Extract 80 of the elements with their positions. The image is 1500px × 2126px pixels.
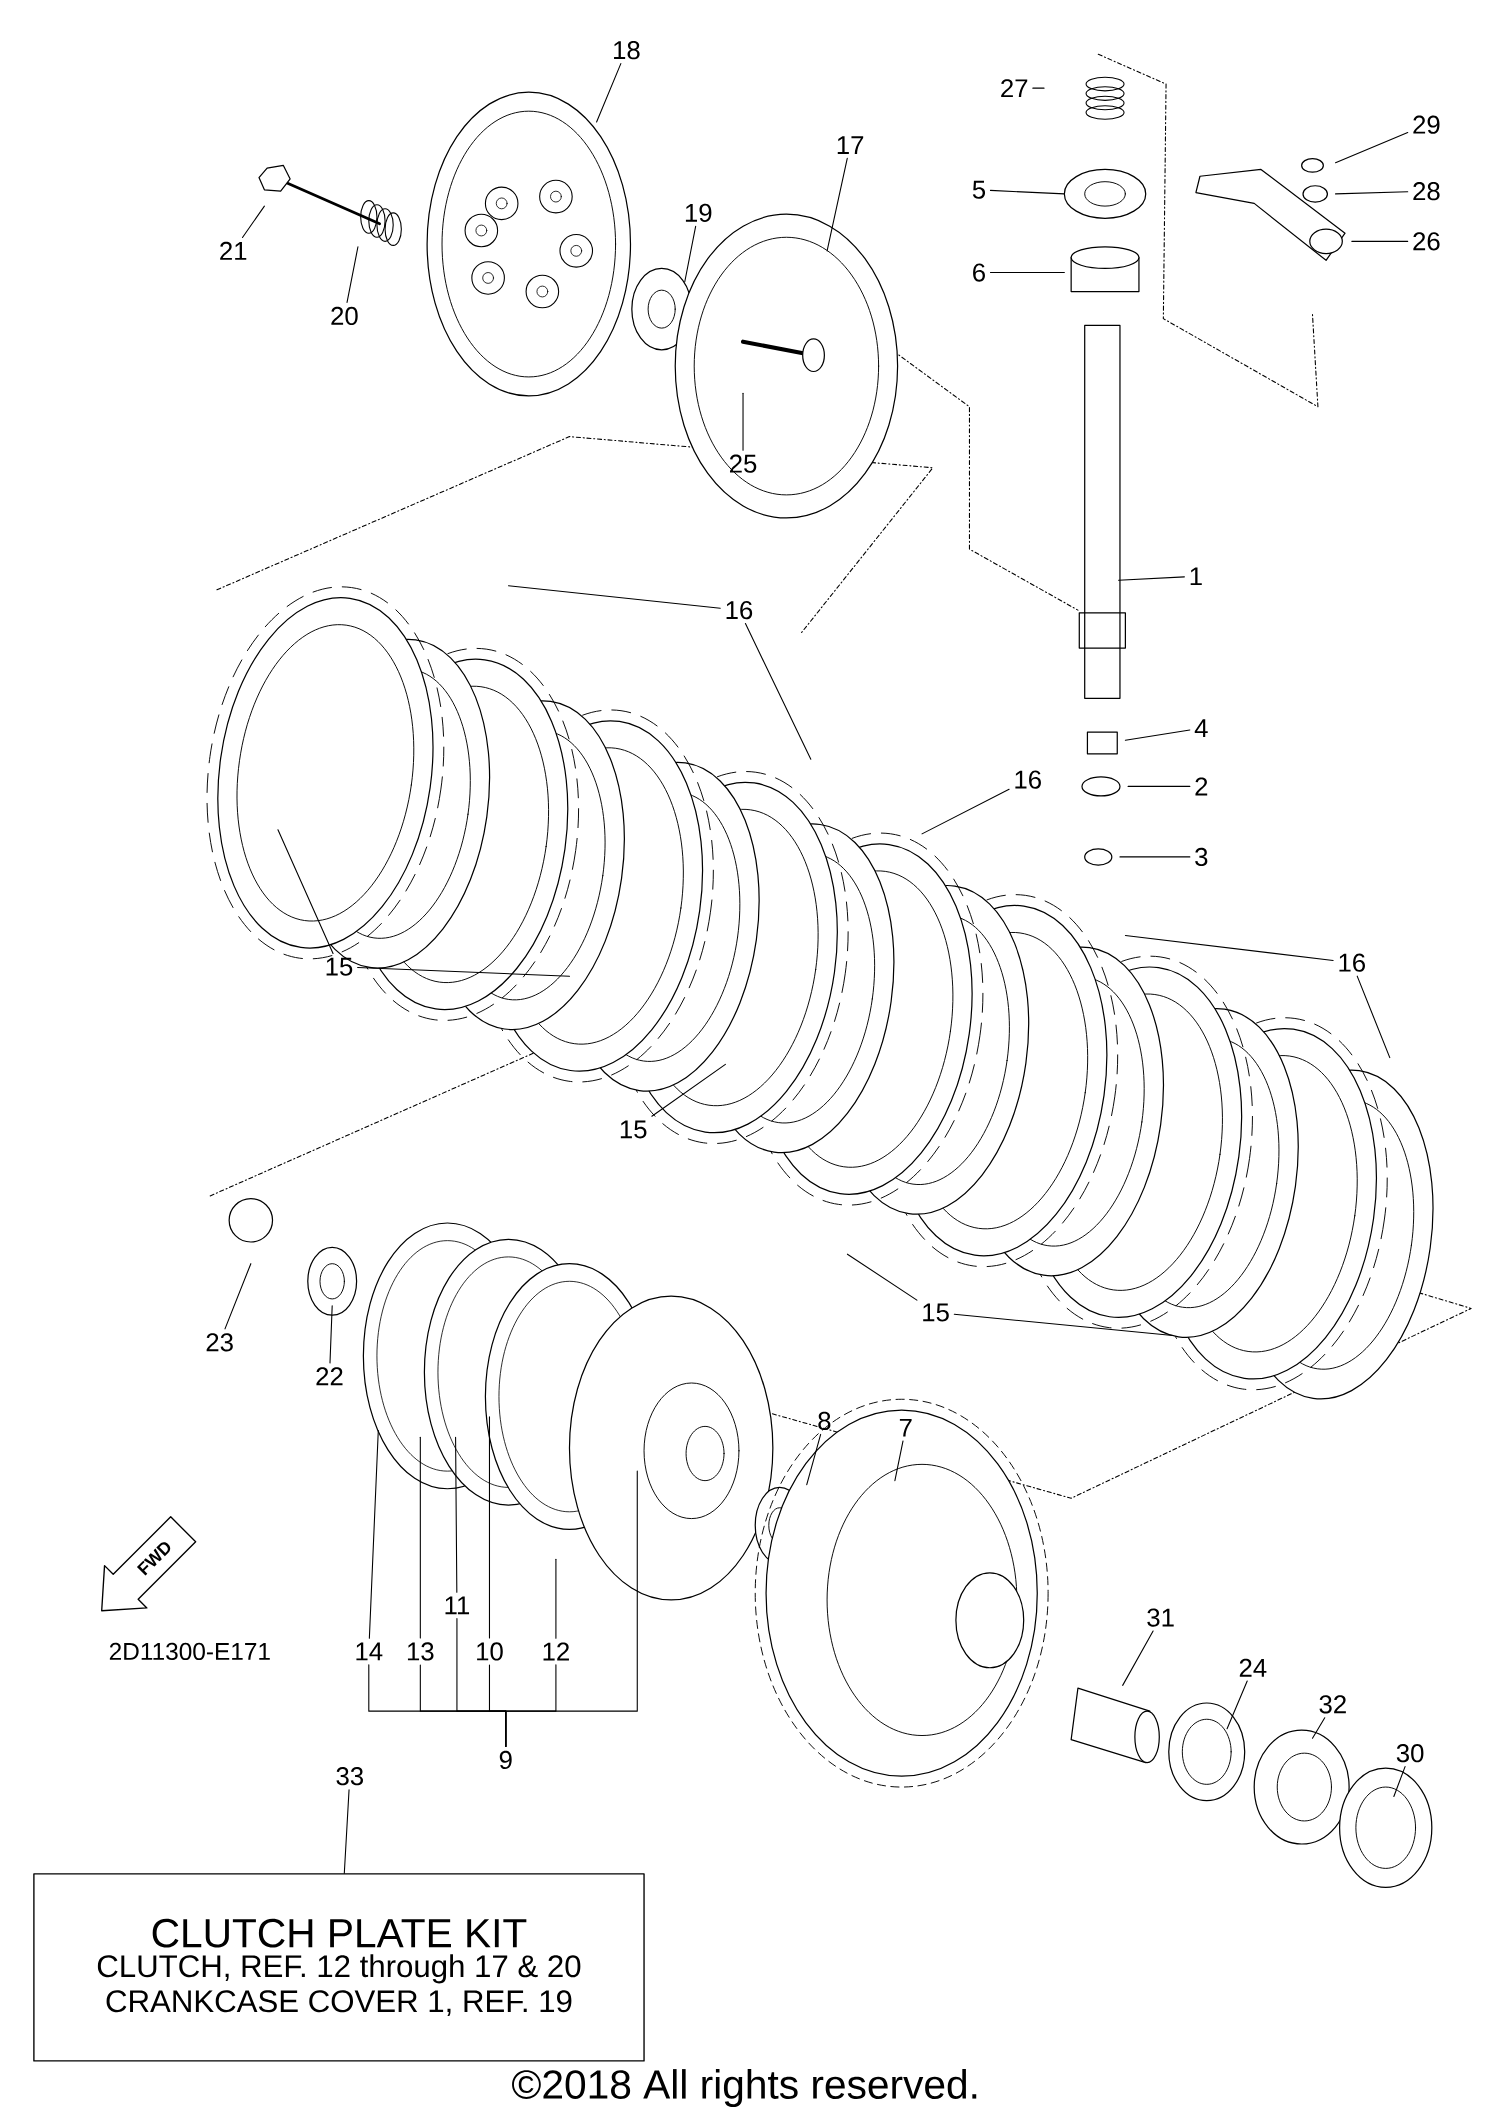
callout-number: 16 — [1339, 953, 1366, 972]
callout-number: 17 — [837, 136, 864, 154]
callout-number: 6 — [973, 263, 986, 282]
leader-line — [1226, 1680, 1248, 1730]
leader-line — [1122, 1630, 1154, 1686]
callout-number: 16 — [726, 601, 753, 620]
callout-number: 21 — [220, 241, 247, 260]
callout-number: 14 — [356, 1642, 383, 1661]
callout-number: 13 — [408, 1642, 434, 1661]
leader-line — [420, 1436, 422, 1639]
callout-number: 29 — [1413, 115, 1440, 134]
leader-line — [369, 1429, 380, 1639]
leader-line — [1125, 935, 1334, 961]
callout-number: 19 — [686, 203, 712, 222]
leader-line — [684, 225, 697, 283]
callout-number: 1 — [1190, 567, 1202, 586]
leader-line — [1125, 729, 1191, 741]
leader-line — [990, 189, 1066, 195]
callout-number: 16 — [1015, 770, 1042, 789]
callout-number: 26 — [1413, 232, 1440, 251]
callout-number: 23 — [206, 1333, 234, 1352]
callout-number: 25 — [730, 454, 757, 473]
leader-line — [555, 1558, 557, 1639]
callout-number: 3 — [1195, 847, 1208, 867]
leader-line — [277, 829, 334, 954]
leader-line — [1312, 1717, 1326, 1739]
callout-number: 4 — [1194, 719, 1208, 737]
leader-line — [343, 1789, 350, 1874]
leader-line — [489, 1416, 491, 1639]
callout-number: 27 — [1001, 79, 1028, 98]
leader-line — [1119, 856, 1191, 858]
callout-number: 20 — [331, 306, 358, 326]
leader-line — [1118, 576, 1186, 581]
leader-line — [357, 966, 571, 977]
leader-line — [329, 1305, 333, 1364]
leader-line — [742, 392, 744, 451]
leader-line — [1335, 132, 1409, 164]
leader-line — [1356, 975, 1391, 1059]
callout-number: 2 — [1195, 777, 1208, 796]
callout-number: 30 — [1397, 1744, 1424, 1763]
callout-number: 31 — [1147, 1608, 1174, 1627]
leader-line — [1351, 240, 1409, 242]
callout-number: 15 — [326, 957, 353, 976]
leader-line — [346, 246, 359, 303]
leader-line — [1393, 1766, 1406, 1798]
leader-line — [894, 1440, 904, 1482]
callout-number: 5 — [973, 180, 986, 199]
leader-line — [505, 1470, 638, 1747]
callout-number: 28 — [1413, 182, 1440, 201]
leader-line — [1032, 87, 1045, 89]
leader-line — [1335, 191, 1409, 195]
leader-line — [847, 1253, 918, 1301]
kit-box: CLUTCH PLATE KIT CLUTCH, REF. 12 through 17 & 20 CRANKCASE COVER 1, REF. 19 — [33, 1873, 645, 2062]
callout-number: 15 — [621, 1120, 647, 1139]
callout-number: 11 — [445, 1596, 470, 1615]
leader-line — [826, 157, 848, 252]
callout-number: 32 — [1319, 1695, 1347, 1714]
leader-line — [921, 788, 1010, 835]
callout-number: 33 — [336, 1767, 364, 1786]
leader-line — [455, 1436, 458, 1593]
leader-line — [806, 1433, 822, 1486]
leader-line — [508, 585, 722, 609]
callout-number: 7 — [900, 1418, 912, 1437]
callout-number: 24 — [1240, 1658, 1267, 1677]
leader-line — [224, 1263, 252, 1330]
callout-number: 8 — [818, 1411, 831, 1431]
copyright-note: ©2018 All rights reserved. — [512, 2069, 977, 2107]
leader-line — [242, 205, 266, 239]
callout-number: 9 — [500, 1750, 512, 1770]
drawing-number: 2D11300-E171 — [110, 1642, 270, 1661]
leader-line — [745, 623, 812, 760]
leader-line — [1127, 785, 1191, 787]
leader-line — [990, 272, 1066, 274]
callout-number: 18 — [614, 41, 640, 60]
leader-line — [596, 63, 622, 123]
leader-line — [953, 1313, 1174, 1337]
callout-number: 10 — [477, 1642, 503, 1661]
callout-number: 22 — [316, 1367, 343, 1386]
callout-number: 12 — [543, 1642, 570, 1661]
callout-number: 15 — [923, 1303, 949, 1322]
